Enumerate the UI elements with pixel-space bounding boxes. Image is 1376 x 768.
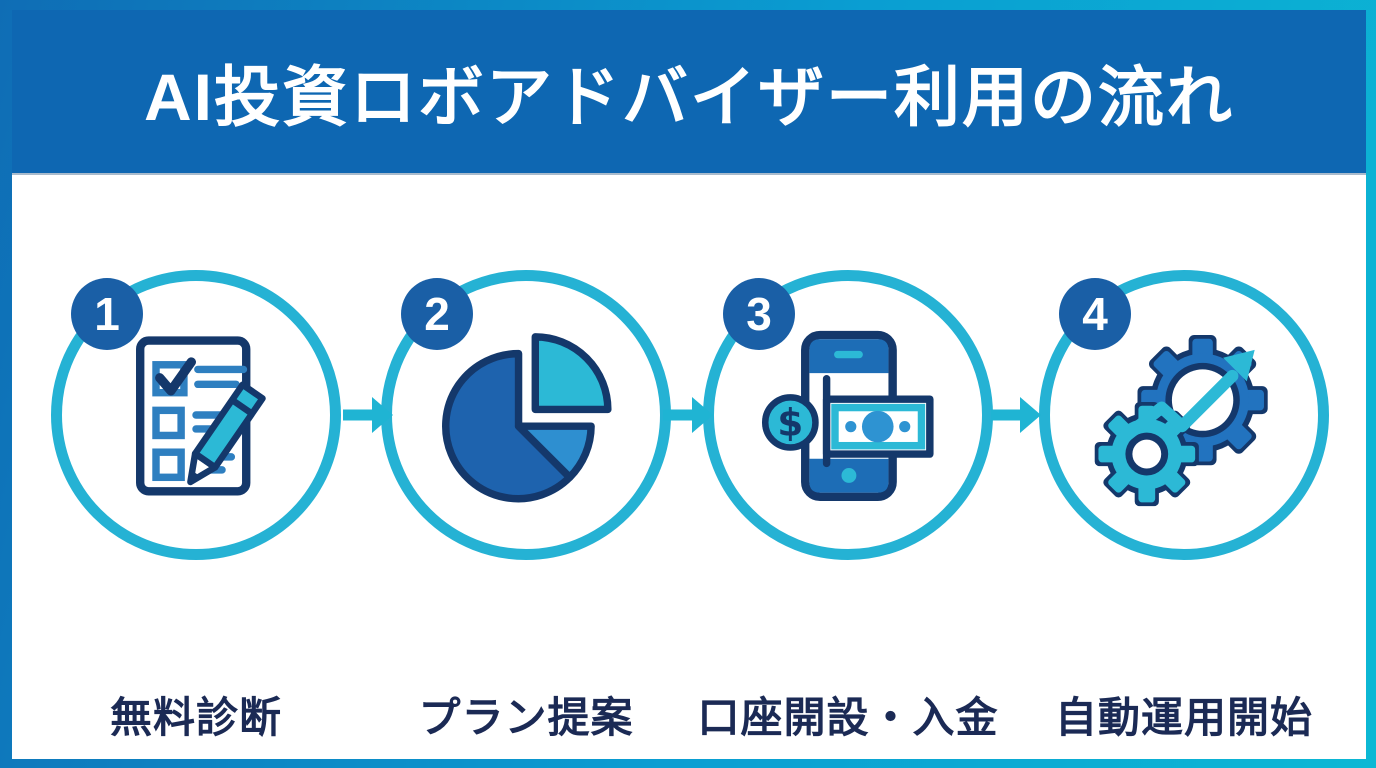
step-1-circle: 1: [51, 270, 341, 560]
step-3-number-badge: 3: [723, 278, 795, 350]
step-number: 3: [746, 288, 772, 340]
svg-text:$: $: [777, 400, 803, 444]
step-number: 4: [1082, 288, 1108, 340]
gears-growth-icon: [1094, 335, 1268, 507]
step-1-label: 無料診断: [109, 694, 282, 741]
step-3-label: 口座開設・入金: [697, 694, 999, 741]
infographic-body: AI投資ロボアドバイザー利用の流れ 1: [12, 10, 1366, 759]
title-banner: AI投資ロボアドバイザー利用の流れ: [12, 10, 1366, 173]
step-4: 4: [1039, 270, 1329, 741]
step-3: 3 $: [697, 270, 998, 741]
steps-area: 1: [12, 173, 1366, 759]
pie-chart-icon: [442, 333, 612, 503]
step-number: 1: [94, 288, 120, 340]
step-1-number-badge: 1: [71, 278, 143, 350]
flow-arrow-icon: [343, 397, 393, 433]
page-title: AI投資ロボアドバイザー利用の流れ: [144, 59, 1234, 134]
step-2-number-badge: 2: [401, 278, 473, 350]
step-2-label: プラン提案: [418, 694, 634, 741]
step-4-label: 自動運用開始: [1054, 694, 1313, 741]
checklist-icon: [136, 336, 266, 496]
step-3-circle: 3 $: [703, 270, 993, 560]
flow-arrow-icon: [991, 397, 1041, 433]
step-4-circle: 4: [1039, 270, 1329, 560]
step-1: 1: [51, 270, 341, 741]
step-number: 2: [424, 288, 450, 340]
step-4-number-badge: 4: [1059, 278, 1131, 350]
phone-deposit-icon: $: [761, 330, 934, 502]
flow-arrow-icon: [663, 397, 713, 433]
step-2: 2 プラン提案: [381, 270, 671, 741]
step-2-circle: 2: [381, 270, 671, 560]
